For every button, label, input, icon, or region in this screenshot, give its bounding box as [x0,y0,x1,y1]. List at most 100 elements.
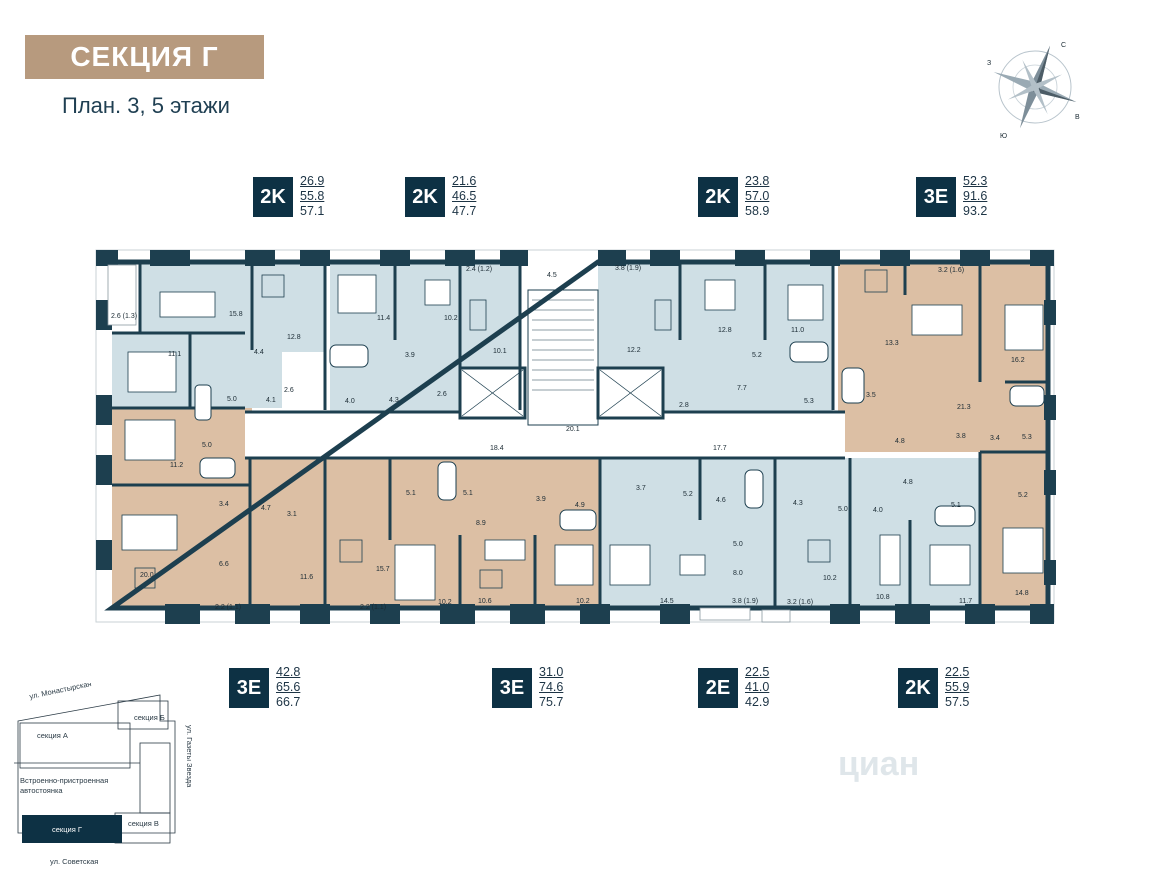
current-section-highlight [22,815,122,843]
total-area: 65.6 [276,680,301,694]
living-area: 21.6 [452,174,477,188]
room-area: 7.7 [737,385,747,392]
room-area: 16.2 [1011,357,1025,364]
room-area: 4.6 [716,497,726,504]
street-label: ул. Газеты Звезда [185,725,194,788]
apartment-type-badge: 2E [698,668,738,708]
room-area: 4.8 [903,479,913,486]
room-area: 10.6 [478,598,492,605]
section-label: секция Б [134,713,165,722]
room-area: 5.1 [406,490,416,497]
room-area: 4.0 [873,507,883,514]
room-area: 5.2 [683,491,693,498]
full-area: 57.1 [300,204,325,218]
living-area: 26.9 [300,174,325,188]
room-area: 10.8 [876,594,890,601]
room-area: 11.0 [791,327,804,334]
living-area: 52.3 [963,174,988,188]
room-area: 15.7 [376,566,390,573]
apartment-type-badge: 2K [898,668,938,708]
section-label: секция Г [52,825,82,834]
room-area: 3.4 [219,501,229,508]
plan-title: План. 3, 5 этажи [62,93,230,118]
parking-label: автостоянка [20,786,63,795]
apartment-type-badge: 2K [698,177,738,217]
full-area: 47.7 [452,204,477,218]
room-area: 8.9 [476,520,486,527]
living-area: 22.5 [945,665,970,679]
room-area: 5.1 [951,502,961,509]
room-area: 4.3 [389,397,399,404]
apartment-area [775,458,980,608]
total-area: 41.0 [745,680,770,694]
compass-north: С [1061,42,1066,49]
room-area: 2.6 [437,391,447,398]
room-area: 5.3 [804,398,814,405]
room-area: 3.7 [636,485,646,492]
living-area: 31.0 [539,665,564,679]
room-area: 17.7 [713,445,727,452]
section-title-box [25,35,264,79]
room-area: 2.4 (1.2) [466,266,492,273]
room-area: 18.4 [490,445,504,452]
compass-east: В [1075,114,1080,121]
room-area: 4.4 [254,349,264,356]
room-area: 3.5 [866,392,876,399]
room-area: 2.6 [284,387,294,394]
room-area: 13.3 [885,340,899,347]
room-area: 14.5 [660,598,674,605]
room-area: 11.6 [300,574,313,581]
room-area: 4.8 [895,438,905,445]
total-area: 57.0 [745,189,770,203]
street-label: ул. Советская [50,857,98,866]
room-area: 10.2 [823,575,837,582]
room-area: 8.0 [733,570,743,577]
apartment-type-badge: 3E [229,668,269,708]
room-area: 3.8 (1.9) [732,598,758,605]
room-area: 3.9 [536,496,546,503]
compass-icon: С Ю З В [987,42,1080,140]
room-area: 4.5 [547,272,557,279]
living-area: 42.8 [276,665,301,679]
room-area: 10.2 [438,599,452,606]
section-label: секция А [37,731,68,740]
room-area: 5.3 [1022,434,1032,441]
room-area: 2.2 (1.1) [360,604,386,611]
room-area: 10.1 [493,348,507,355]
room-area: 5.2 [1018,492,1028,499]
watermark-text: циан [838,745,920,783]
room-area: 11.4 [377,315,390,322]
compass-west: З [987,60,991,67]
apartment-type-badge: 2K [405,177,445,217]
parking-label: Встроенно-пристроенная [20,776,108,785]
total-area: 46.5 [452,189,477,203]
room-area: 3.8 (1.9) [615,265,641,272]
room-area: 15.8 [229,311,243,318]
room-area: 2.2 (1.1) [215,604,241,611]
room-area: 21.3 [957,404,971,411]
room-area: 3.1 [287,511,297,518]
room-area: 20.0 [140,572,154,579]
room-area: 5.2 [752,352,762,359]
room-area: 20.1 [566,426,580,433]
room-area: 5.0 [202,442,212,449]
total-area: 74.6 [539,680,564,694]
room-area: 6.6 [219,561,229,568]
room-area: 4.9 [575,502,585,509]
room-area: 2.6 (1.3) [111,313,137,320]
floor-plan: 2.6 (1.3) 15.8 12.8 11.4 10.2 2.4 (1.2) … [95,249,1056,624]
room-area: 5.0 [733,541,743,548]
full-area: 58.9 [745,204,770,218]
apartment-type-badge: 3E [916,177,956,217]
room-area: 5.1 [463,490,473,497]
total-area: 91.6 [963,189,988,203]
full-area: 93.2 [963,204,988,218]
room-area: 14.8 [1015,590,1029,597]
